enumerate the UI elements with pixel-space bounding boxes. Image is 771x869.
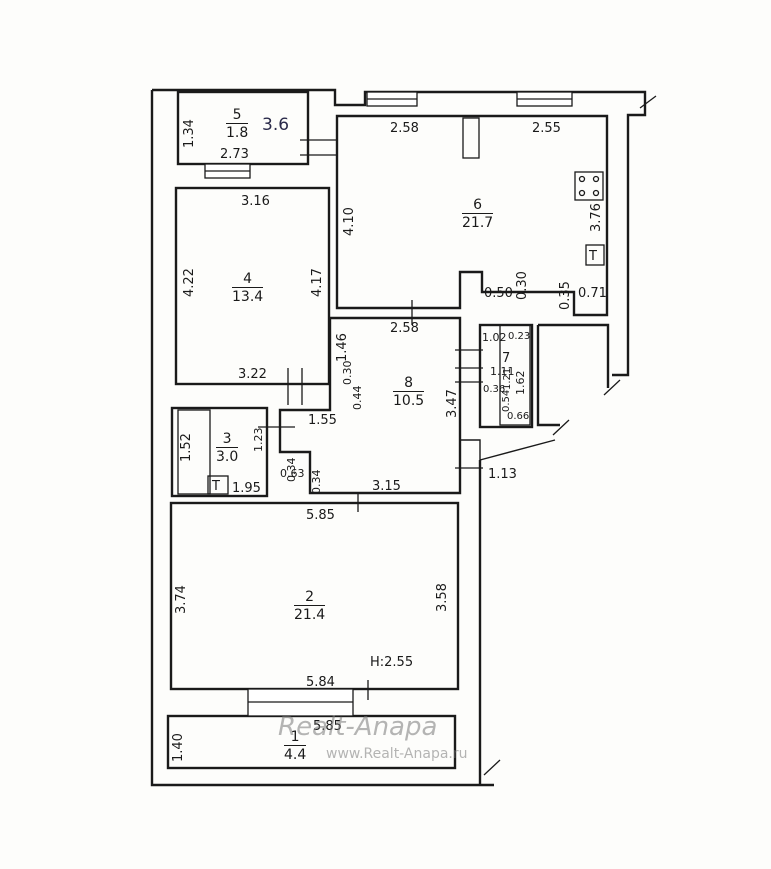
room-4-outline (174, 186, 331, 386)
dim-034: 0.34 (285, 457, 298, 483)
room-3-number: 3 (216, 432, 239, 448)
room-8-number: 8 (393, 376, 425, 392)
room-8-area: 10.5 (393, 393, 425, 409)
room-6-left-dim: 4.10 (342, 207, 357, 236)
room-5-handwritten-area: 3.6 (262, 115, 290, 135)
room-8-right-dim: 3.47 (445, 389, 460, 418)
room-7-dim-023: 0.23 (508, 331, 531, 342)
room-7-dim-102: 1.02 (482, 331, 507, 344)
room-3-area: 3.0 (216, 449, 239, 465)
outer-wall-top (152, 88, 647, 377)
sink-icon-room6 (585, 244, 605, 266)
room-5-area: 1.8 (226, 125, 249, 141)
room-6-area: 21.7 (462, 215, 494, 231)
room-3-t-symbol: T (212, 479, 220, 494)
room-1-label: 1 4.4 (284, 730, 307, 763)
room-7-dim-036: 0.36 (483, 384, 506, 395)
room-2-label: 2 21.4 (294, 590, 326, 623)
room-4-top-dim: 3.16 (241, 194, 270, 209)
hall-outline (536, 323, 610, 427)
room-3-left-dim: 1.52 (179, 433, 194, 462)
outer-wall-left (150, 90, 494, 787)
room-6-number: 6 (462, 198, 494, 214)
room-1-number: 1 (284, 730, 307, 746)
room-6-t-symbol: T (589, 249, 597, 264)
dim-113: 1.13 (488, 467, 517, 482)
room-2-number: 2 (294, 590, 326, 606)
bathtub-icon (177, 409, 211, 495)
room-5-bottom-dim: 2.73 (220, 147, 249, 162)
room-8-dim-155: 1.55 (308, 413, 337, 428)
room-7-dim-121: 1.21 (502, 367, 513, 390)
room-6-right-dim: 3.76 (589, 203, 604, 232)
room-7-dim-066: 0.66 (507, 411, 530, 422)
room-6-outline (335, 114, 609, 317)
room-6-label: 6 21.7 (462, 198, 494, 231)
room-7-number: 7 (502, 351, 511, 366)
room-2-bottom-dim: 5.84 (306, 675, 335, 690)
dim-034-b: 0.34 (310, 469, 323, 495)
room-2-left-dim: 3.74 (174, 585, 189, 614)
room-3-bottom-dim: 1.95 (232, 481, 261, 496)
room-3-right-dim: 1.23 (252, 427, 265, 453)
room-7-inner (499, 324, 531, 426)
room-5-label: 5 1.8 (226, 108, 249, 141)
room-8-dim-030: 0.30 (341, 360, 354, 386)
watermark-url: www.Realt-Anapa.ru (326, 746, 468, 762)
room-5-left-dim: 1.34 (182, 119, 197, 148)
room-6-top-left-dim: 2.58 (390, 121, 419, 136)
room-1-area: 4.4 (284, 747, 307, 763)
room-7-dim-054: 0.54 (501, 389, 512, 412)
room-8-bottom-dim: 3.15 (372, 479, 401, 494)
room-5-number: 5 (226, 108, 249, 124)
room-2-top-dim: 5.85 (306, 508, 335, 523)
room-2-ceiling-height: H:2.55 (370, 655, 414, 670)
dim-063: 0.63 (280, 467, 305, 480)
dim-050: 0.50 (484, 286, 513, 301)
room-4-area: 13.4 (232, 289, 264, 305)
room-2-right-dim: 3.58 (435, 583, 450, 612)
room-3-outline (170, 406, 269, 498)
room-4-number: 4 (232, 272, 264, 288)
room-7-dim-111: 1.11 (490, 365, 515, 378)
room-4-left-dim: 4.22 (182, 268, 197, 297)
corridor-outline (460, 439, 556, 461)
toilet-icon (207, 475, 229, 495)
room-4-right-dim: 4.17 (310, 268, 325, 297)
room-6-top-right-dim: 2.55 (532, 121, 561, 136)
dim-030: 0.30 (515, 271, 530, 300)
room-1-width-dim: 5.85 (313, 719, 342, 734)
dim-071: 0.71 (578, 286, 607, 301)
room-8-label: 8 10.5 (393, 376, 425, 409)
room-8-outline (278, 316, 462, 495)
room-8-dim-044: 0.44 (351, 385, 364, 411)
watermark-title: Realt-Anapa (278, 712, 438, 742)
room-1-height-dim: 1.40 (171, 733, 186, 762)
room-8-left-dim: 1.46 (335, 333, 350, 362)
room-8-top-dim: 2.58 (390, 321, 419, 336)
room-4-bottom-dim: 3.22 (238, 367, 267, 382)
room-7-dim-162: 1.62 (514, 370, 527, 396)
chimney-block (462, 117, 480, 159)
room-3-label: 3 3.0 (216, 432, 239, 465)
room-2-area: 21.4 (294, 607, 326, 623)
stove-icon (574, 171, 604, 201)
dim-035: 0.35 (558, 281, 573, 310)
room-4-label: 4 13.4 (232, 272, 264, 305)
